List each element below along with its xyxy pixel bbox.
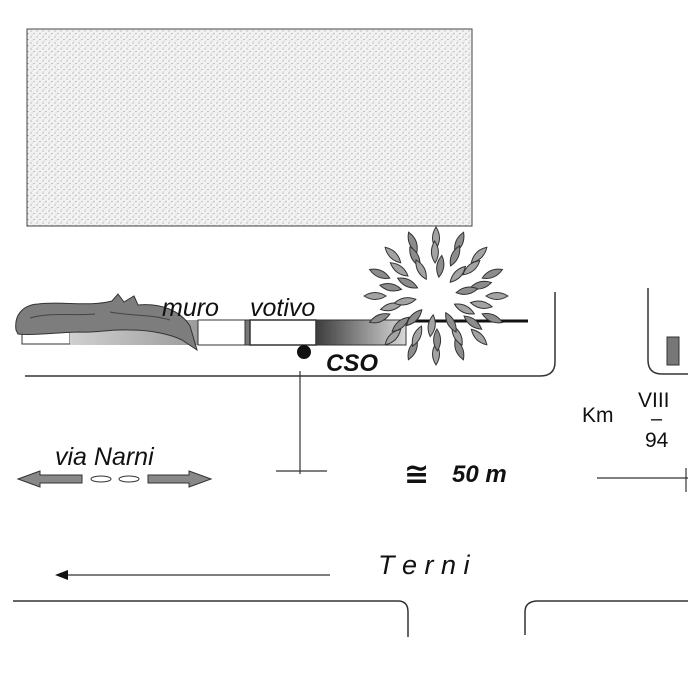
tree-leaf — [455, 286, 479, 295]
tree-leaf — [363, 292, 388, 300]
bush-icon — [15, 293, 198, 352]
road-edge-lower-right — [524, 600, 688, 635]
stippled-field — [26, 28, 473, 227]
tree-leaf — [449, 265, 467, 283]
approx-symbol: ≅ — [404, 458, 429, 491]
cso-label: CSO — [326, 350, 378, 377]
tree-leaf — [368, 268, 391, 279]
tree-leaf — [470, 246, 488, 264]
tree-leaf — [378, 283, 403, 292]
terni-label: T e r n i — [378, 550, 471, 580]
tree-leaf — [484, 292, 509, 300]
tree-leaf — [427, 313, 436, 338]
tree-leaf — [469, 300, 494, 309]
tree-leaf — [384, 246, 402, 264]
building-corner — [647, 288, 688, 375]
tree-leaf — [436, 254, 445, 279]
tree-leaf — [411, 325, 423, 348]
tree-leaf — [396, 277, 419, 289]
km-dash: – — [651, 408, 663, 430]
road-edge-lower-left — [13, 600, 409, 637]
via-narni-label: via Narni — [55, 443, 155, 471]
cso-point-icon — [297, 345, 311, 359]
km-roman: VIII — [638, 389, 670, 412]
tree-leaf — [470, 328, 488, 346]
tree-leaf — [481, 313, 504, 324]
tree-leaf — [430, 240, 439, 264]
tree-leaf — [481, 268, 504, 279]
via-narni-arrow — [16, 470, 213, 488]
muro-label: muro — [162, 294, 219, 322]
tree-leaf — [393, 297, 417, 306]
distance-label: 50 m — [452, 461, 507, 488]
tree-leaf — [368, 313, 391, 324]
km-prefix: Km — [582, 404, 614, 427]
wall-votivo — [249, 319, 317, 346]
tree-leaf — [462, 260, 481, 276]
tree-leaf — [384, 328, 402, 346]
km-post — [666, 336, 680, 366]
tree-leaf — [445, 311, 457, 333]
wall-white-mid — [197, 319, 246, 346]
road-edge-upper — [25, 292, 556, 377]
tree-leaf — [405, 309, 423, 327]
terni-arrow — [55, 570, 330, 580]
tree-leaf — [433, 328, 442, 352]
tree-canopy-icon — [363, 226, 509, 366]
tree-leaf — [389, 262, 409, 277]
bush-detail — [29, 311, 171, 321]
tree-leaf — [453, 303, 476, 315]
votivo-label: votivo — [250, 294, 315, 322]
km-number: 94 — [645, 429, 669, 452]
tree-leaf — [463, 315, 483, 330]
tree-leaf — [449, 244, 461, 267]
tree-leaf — [391, 316, 410, 332]
tree-leaf — [415, 259, 427, 281]
